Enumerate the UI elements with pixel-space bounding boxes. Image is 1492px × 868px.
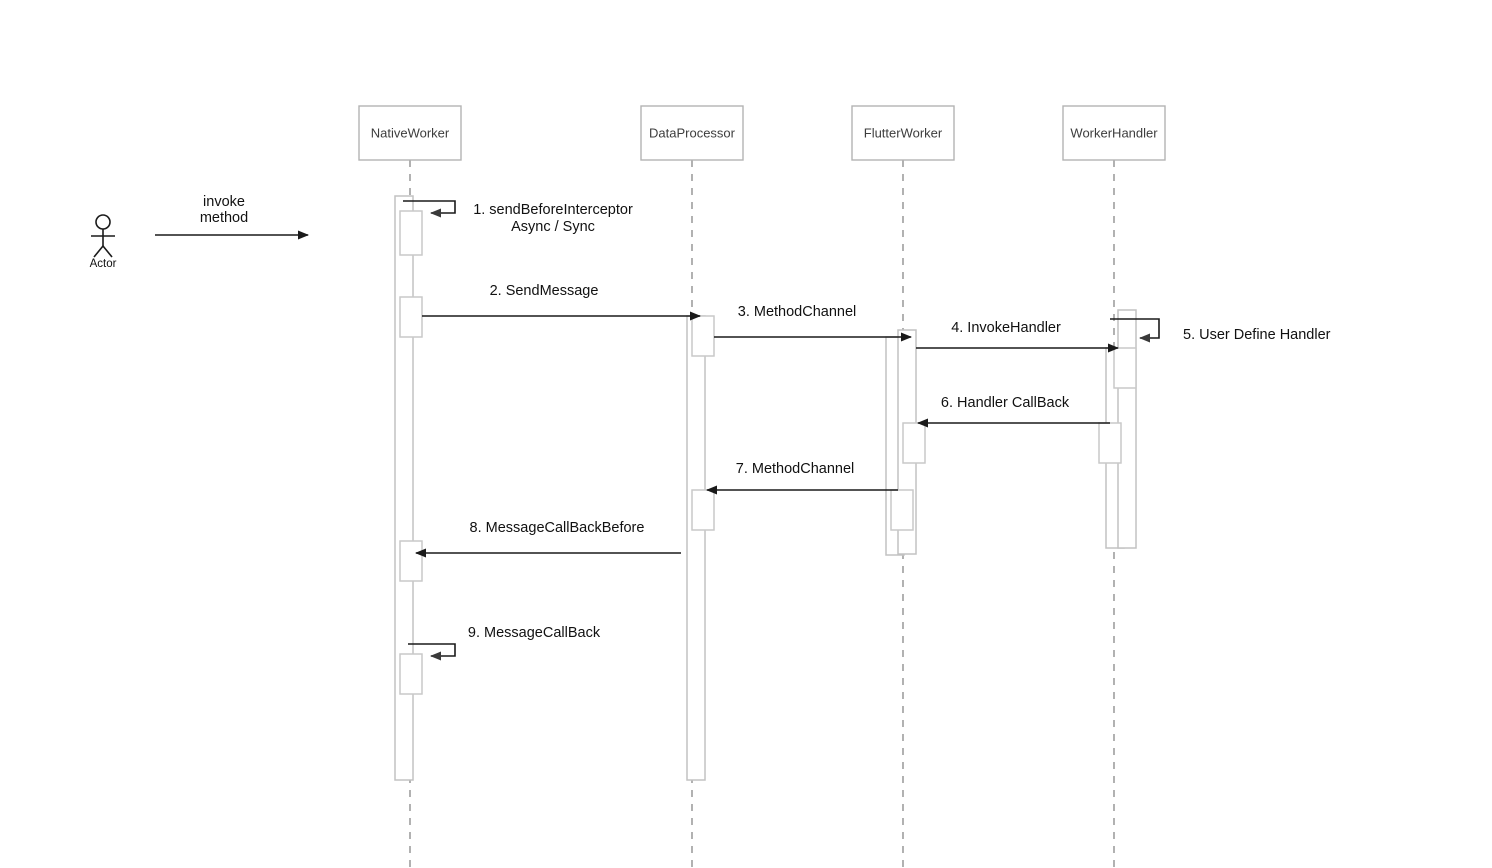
message-2-label: 2. SendMessage bbox=[490, 283, 599, 299]
message-7-label: 7. MethodChannel bbox=[736, 461, 855, 477]
message-1-self-arrow bbox=[403, 200, 456, 218]
message-5-label: 5. User Define Handler bbox=[1183, 327, 1331, 343]
lifeline-label-native-worker: NativeWorker bbox=[371, 125, 450, 140]
lifeline-label-data-processor: DataProcessor bbox=[649, 125, 736, 140]
activation-native-worker-step8 bbox=[399, 540, 423, 582]
message-5-self-arrow bbox=[1110, 318, 1160, 343]
message-1-label-line2: Async / Sync bbox=[511, 219, 595, 235]
activation-worker-handler-step6 bbox=[1098, 422, 1122, 464]
message-8-label: 8. MessageCallBackBefore bbox=[470, 520, 645, 536]
message-invoke-method[interactable]: invoke method bbox=[155, 194, 309, 240]
message-9-label: 9. MessageCallBack bbox=[468, 625, 601, 641]
lifeline-box-data-processor[interactable] bbox=[640, 105, 744, 161]
activation-native-worker-step2 bbox=[399, 296, 423, 338]
lifeline-dashes bbox=[409, 160, 1115, 868]
lifeline-box-native-worker[interactable] bbox=[358, 105, 462, 161]
message-2-send-message[interactable]: 2. SendMessage bbox=[422, 283, 701, 321]
actor-right-leg-line bbox=[102, 245, 113, 258]
message-6-label: 6. Handler CallBack bbox=[941, 395, 1070, 411]
activation-native-worker-step1 bbox=[399, 210, 423, 256]
message-invoke-method-label-line2: method bbox=[200, 210, 248, 226]
message-9-self-arrow bbox=[408, 643, 456, 661]
activation-native-worker-step9 bbox=[399, 653, 423, 695]
activation-data-processor-step7 bbox=[691, 489, 715, 531]
actor-label: Actor bbox=[90, 258, 117, 270]
actor-left-leg-line bbox=[93, 245, 104, 258]
actor-head-icon bbox=[95, 214, 111, 230]
lifeline-box-flutter-worker[interactable] bbox=[851, 105, 955, 161]
activation-data-processor-step3 bbox=[691, 315, 715, 357]
message-3-method-channel[interactable]: 3. MethodChannel bbox=[714, 304, 912, 342]
message-5-user-define-handler[interactable]: 5. User Define Handler bbox=[1110, 318, 1331, 343]
actor[interactable]: Actor bbox=[90, 214, 117, 270]
message-invoke-method-label-line1: invoke bbox=[203, 194, 245, 210]
message-1-send-before-interceptor[interactable]: 1. sendBeforeInterceptor Async / Sync bbox=[403, 200, 633, 235]
lifeline-label-flutter-worker: FlutterWorker bbox=[864, 125, 943, 140]
activation-native-worker-main bbox=[394, 195, 414, 781]
message-1-label-line1: 1. sendBeforeInterceptor bbox=[473, 202, 633, 218]
message-4-label: 4. InvokeHandler bbox=[951, 320, 1061, 336]
activation-flutter-worker-step6 bbox=[902, 422, 926, 464]
message-4-invoke-handler[interactable]: 4. InvokeHandler bbox=[916, 320, 1119, 353]
activation-bars bbox=[394, 195, 1137, 781]
activation-worker-handler-step5 bbox=[1113, 347, 1137, 389]
message-8-message-callback-before[interactable]: 8. MessageCallBackBefore bbox=[415, 520, 681, 558]
message-7-method-channel-return[interactable]: 7. MethodChannel bbox=[706, 461, 898, 495]
message-9-message-callback[interactable]: 9. MessageCallBack bbox=[408, 625, 601, 661]
message-6-handler-callback[interactable]: 6. Handler CallBack bbox=[917, 395, 1110, 428]
lifeline-box-worker-handler[interactable] bbox=[1062, 105, 1166, 161]
lifeline-headers: NativeWorker DataProcessor FlutterWorker… bbox=[358, 105, 1166, 161]
activation-data-processor-main bbox=[686, 315, 706, 781]
message-3-label: 3. MethodChannel bbox=[738, 304, 857, 320]
lifeline-label-worker-handler: WorkerHandler bbox=[1070, 125, 1158, 140]
activation-flutter-worker-step7 bbox=[890, 489, 914, 531]
